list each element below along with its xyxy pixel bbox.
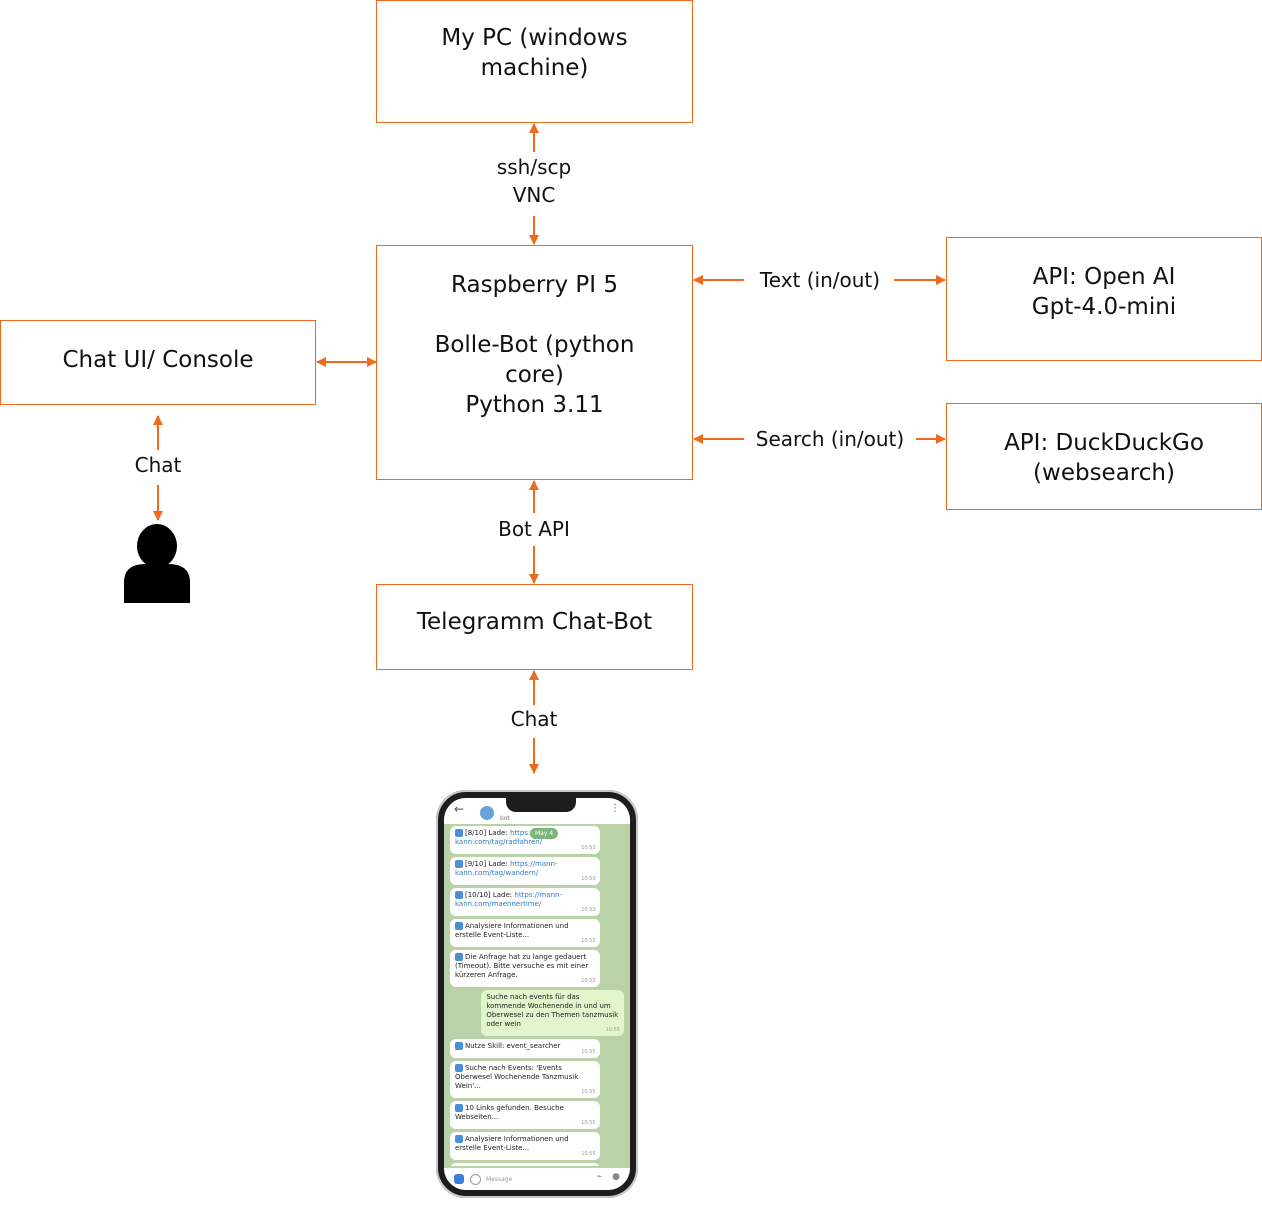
message-time: 10:53: [581, 845, 596, 851]
node-telegram-bot: Telegramm Chat-Bot: [376, 584, 693, 670]
more-icon: ⋮: [610, 803, 620, 814]
emoji-icon: [470, 1174, 481, 1185]
message-link[interactable]: https://mann-kann.com/maennertime/: [455, 891, 562, 908]
edge-label-bot-api: Bot API: [484, 515, 584, 543]
message-time: 10:55: [605, 1027, 620, 1033]
edge-label-user-chat: Chat: [118, 451, 198, 479]
phone-screen: ← bot ⋮ May 4 [8/10] Lade: https://mann-…: [444, 798, 630, 1190]
message-time: 10:53: [581, 907, 596, 913]
message-time: 10:55: [581, 1151, 596, 1157]
message-list: May 4 [8/10] Lade: https://mann-kann.com…: [450, 826, 624, 1166]
mic-icon: ●: [612, 1172, 620, 1182]
message-input-bar: Message ⌁ ●: [444, 1168, 630, 1190]
date-pill: May 4: [530, 828, 559, 839]
node-raspberry-pi: Raspberry PI 5 Bolle-Bot (python core) P…: [376, 245, 693, 480]
node-my-pc: My PC (windows machine): [376, 0, 693, 123]
message-time: 10:53: [581, 938, 596, 944]
node-chat-ui: Chat UI/ Console: [0, 320, 316, 405]
menu-button-icon: [454, 1174, 464, 1184]
message-time: 10:55: [581, 1120, 596, 1126]
info-icon: [455, 891, 463, 899]
bot-avatar: [480, 806, 494, 820]
message-time: 10:55: [581, 1089, 596, 1095]
info-icon: [455, 1064, 463, 1072]
node-openai: API: Open AI Gpt-4.0-mini: [946, 237, 1262, 361]
info-icon: [455, 922, 463, 930]
chat-message: 10 Links gefunden. Besuche Webseiten...1…: [450, 1101, 600, 1129]
back-arrow-icon: ←: [454, 802, 465, 816]
smartphone-icon: ← bot ⋮ May 4 [8/10] Lade: https://mann-…: [436, 790, 638, 1198]
edge-label-text: Text (in/out): [750, 266, 890, 294]
user-silhouette-icon: [124, 524, 190, 603]
chat-message: [8/10] Lade: https://mann-kann.com/tag/r…: [450, 826, 600, 854]
chat-message: Suche nach Events: 'Events Oberwesel Woc…: [450, 1061, 600, 1098]
attach-icon: ⌁: [596, 1172, 602, 1182]
chat-message: Analysiere Informationen und erstelle Ev…: [450, 919, 600, 947]
message-link[interactable]: https://mann-kann.com/tag/wandern/: [455, 860, 558, 877]
node-duckduckgo: API: DuckDuckGo (websearch): [946, 403, 1262, 510]
message-time: 10:53: [581, 876, 596, 882]
chat-message: Analysiere Informationen und erstelle Ev…: [450, 1132, 600, 1160]
info-icon: [455, 829, 463, 837]
edge-label-ssh: ssh/scp VNC: [474, 153, 594, 209]
chat-message: [9/10] Lade: https://mann-kann.com/tag/w…: [450, 857, 600, 885]
chat-message: Suche nach events für das kommende Woche…: [481, 990, 624, 1036]
info-icon: [455, 1042, 463, 1050]
message-time: 10:53: [581, 978, 596, 984]
edge-label-search: Search (in/out): [748, 425, 912, 453]
info-icon: [455, 953, 463, 961]
chat-message: Die Anfrage hat zu lange gedauert (Timeo…: [450, 950, 600, 987]
edge-label-phone-chat: Chat: [494, 705, 574, 733]
info-icon: [455, 1104, 463, 1112]
chat-message: Hier sind die gefundenen Events in und u…: [450, 1163, 600, 1166]
info-icon: [455, 860, 463, 868]
message-time: 10:55: [581, 1049, 596, 1055]
chat-message: [10/10] Lade: https://mann-kann.com/maen…: [450, 888, 600, 916]
info-icon: [455, 1135, 463, 1143]
